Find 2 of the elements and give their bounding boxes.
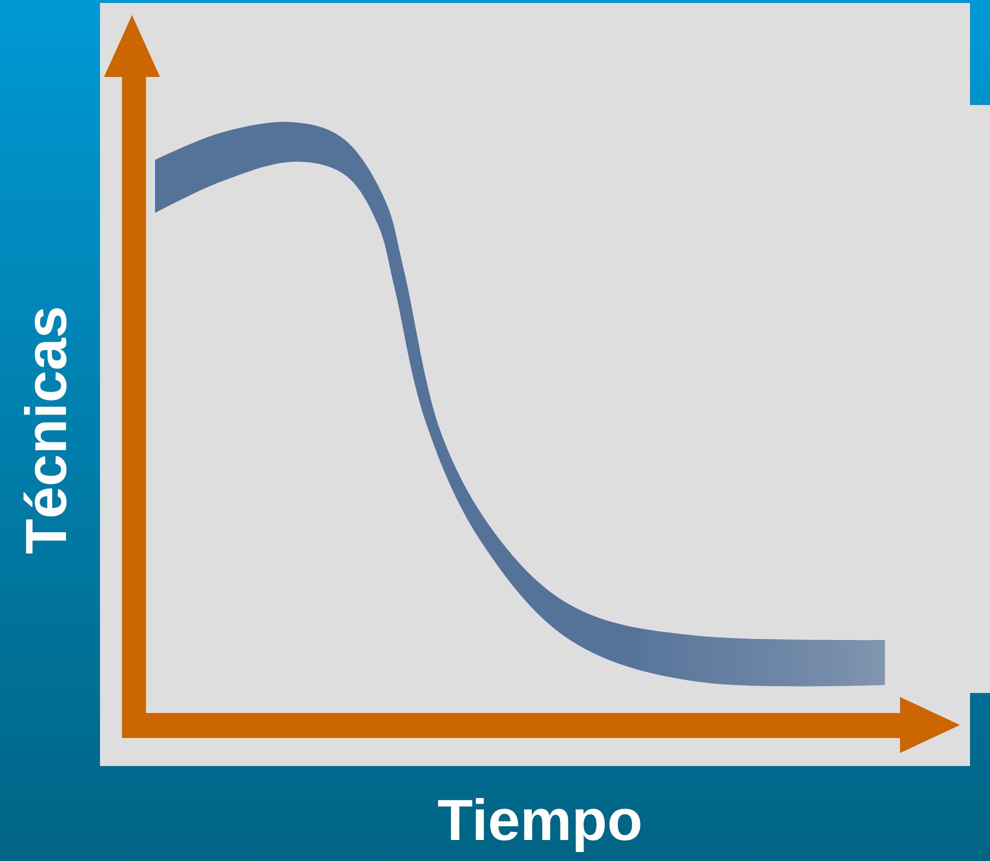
axis-label: Técnicas [23, 308, 67, 554]
axis-label: Tiempo [438, 798, 640, 852]
